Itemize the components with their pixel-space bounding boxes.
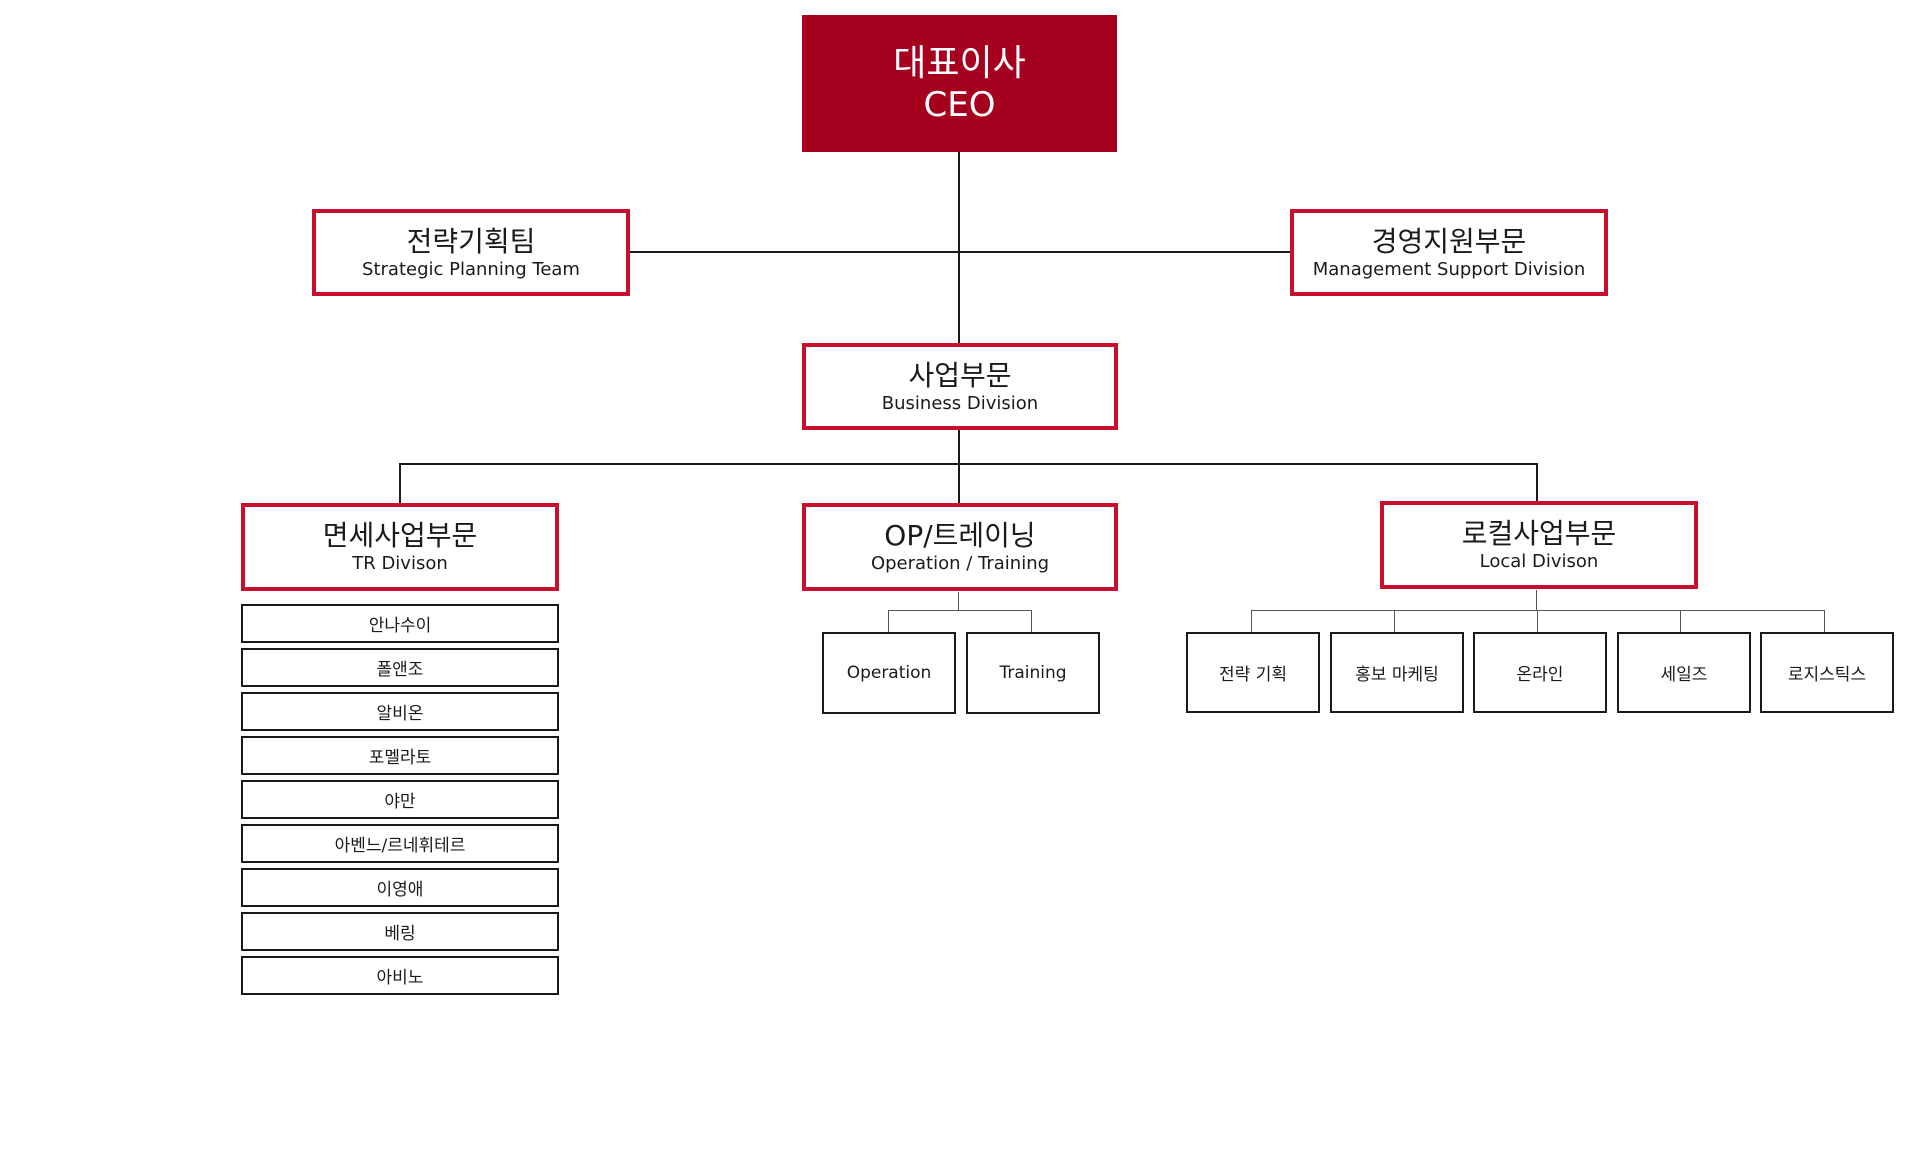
- strategic-planning-title-en: Strategic Planning Team: [362, 258, 580, 280]
- op-unit-training-box: Training: [966, 632, 1100, 714]
- op-title-ko: OP/트레이닝: [884, 519, 1036, 552]
- op-unit-operation-box: Operation: [822, 632, 956, 714]
- op-title-en: Operation / Training: [870, 553, 1050, 574]
- business-title-en: Business Division: [881, 392, 1039, 414]
- tr-title-ko: 면세사업부문: [322, 519, 478, 552]
- local-unit-box: 온라인: [1473, 632, 1607, 713]
- business-title-ko: 사업부문: [908, 358, 1012, 392]
- tr-brand-box: 이영애: [241, 868, 559, 907]
- tr-brand-box: 포멜라토: [241, 736, 559, 775]
- tr-brand-box: 안나수이: [241, 604, 559, 643]
- connector-to-op: [958, 463, 960, 504]
- tr-brand-box: 알비온: [241, 692, 559, 731]
- tr-division-box: 면세사업부문 TR Divison: [241, 503, 559, 591]
- connector-op-horizontal: [888, 610, 1032, 611]
- local-unit-box: 로지스틱스: [1760, 632, 1894, 713]
- connector-local-unit-3: [1537, 610, 1538, 632]
- local-title-ko: 로컬사업부문: [1461, 517, 1617, 550]
- local-unit-box: 세일즈: [1617, 632, 1751, 713]
- connector-op-operation: [888, 610, 889, 632]
- tr-title-en: TR Divison: [352, 553, 448, 574]
- tr-brand-label: 아비노: [376, 968, 424, 988]
- tr-brand-box: 베링: [241, 912, 559, 951]
- connector-divisions-horizontal: [399, 463, 1537, 465]
- management-support-title-ko: 경영지원부문: [1371, 224, 1527, 258]
- ceo-box: 대표이사 CEO: [802, 15, 1117, 152]
- ceo-title-ko: 대표이사: [893, 42, 1026, 84]
- business-division-box: 사업부문 Business Division: [802, 343, 1118, 430]
- local-unit-box: 홍보 마케팅: [1330, 632, 1464, 713]
- connector-local-unit-1: [1251, 610, 1252, 632]
- local-unit-label: 온라인: [1516, 665, 1564, 685]
- connector-local-down: [1536, 590, 1537, 610]
- connector-local-horizontal: [1251, 610, 1825, 611]
- tr-brand-label: 이영애: [376, 880, 424, 900]
- local-unit-box: 전략 기획: [1186, 632, 1320, 713]
- strategic-planning-team-box: 전략기획팀 Strategic Planning Team: [312, 209, 630, 296]
- management-support-division-box: 경영지원부문 Management Support Division: [1290, 209, 1608, 296]
- connector-ceo-to-business: [958, 150, 960, 344]
- local-unit-label: 전략 기획: [1219, 665, 1287, 685]
- local-unit-label: 세일즈: [1660, 665, 1708, 685]
- op-unit-label: Operation: [846, 663, 932, 683]
- connector-op-training: [1031, 610, 1032, 632]
- connector-op-down: [958, 592, 959, 610]
- ceo-title-en: CEO: [923, 84, 996, 125]
- tr-brand-box: 아벤느/르네휘테르: [241, 824, 559, 863]
- tr-brand-label: 야만: [384, 792, 416, 812]
- tr-brand-label: 베링: [384, 924, 416, 944]
- management-support-title-en: Management Support Division: [1312, 258, 1586, 280]
- connector-staff-horizontal: [628, 251, 1292, 253]
- local-unit-label: 로지스틱스: [1787, 665, 1867, 685]
- tr-brand-box: 아비노: [241, 956, 559, 995]
- local-unit-label: 홍보 마케팅: [1355, 665, 1439, 685]
- connector-business-down: [958, 430, 960, 464]
- local-title-en: Local Divison: [1479, 551, 1599, 572]
- tr-brand-box: 야만: [241, 780, 559, 819]
- op-unit-label: Training: [999, 663, 1067, 683]
- tr-brand-label: 안나수이: [368, 616, 432, 636]
- tr-brand-label: 폴앤조: [376, 660, 424, 680]
- tr-brand-label: 아벤느/르네휘테르: [334, 836, 466, 856]
- connector-to-local: [1536, 463, 1538, 503]
- tr-brand-label: 포멜라토: [368, 748, 432, 768]
- connector-to-tr: [399, 463, 401, 504]
- strategic-planning-title-ko: 전략기획팀: [406, 224, 536, 258]
- tr-brand-label: 알비온: [376, 704, 424, 724]
- connector-local-unit-4: [1680, 610, 1681, 632]
- op-training-division-box: OP/트레이닝 Operation / Training: [802, 503, 1118, 591]
- tr-brand-box: 폴앤조: [241, 648, 559, 687]
- connector-local-unit-5: [1824, 610, 1825, 632]
- local-division-box: 로컬사업부문 Local Divison: [1380, 501, 1698, 589]
- connector-local-unit-2: [1394, 610, 1395, 632]
